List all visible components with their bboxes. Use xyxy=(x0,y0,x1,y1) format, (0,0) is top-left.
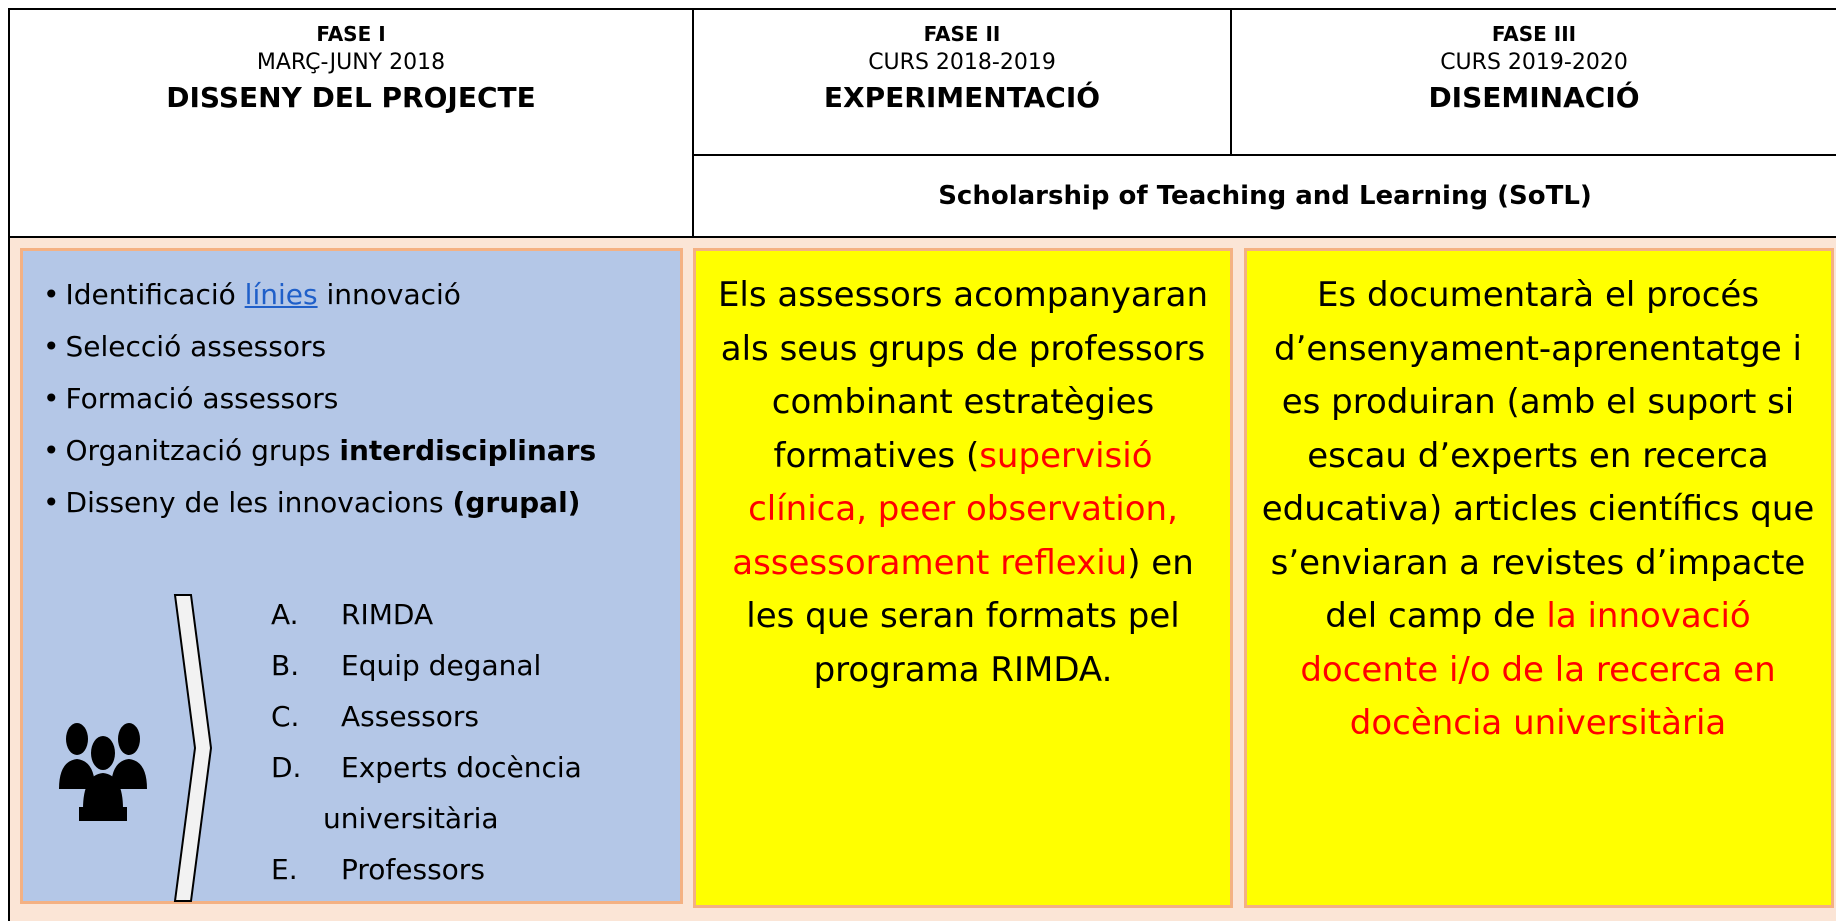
phase2-description: Els assessors acompanyaran als seus grup… xyxy=(717,275,1209,690)
phase3-dates: CURS 2019-2020 xyxy=(1440,50,1628,75)
phase2-dates: CURS 2018-2019 xyxy=(868,50,1056,75)
list-item: C.Assessors xyxy=(271,700,479,733)
list-item: D.Experts docència xyxy=(271,751,582,784)
list-item: B.Equip deganal xyxy=(271,649,542,682)
list-item: Organització grups interdisciplinars xyxy=(43,425,597,477)
list-item: A.RIMDA xyxy=(271,598,434,631)
phase2-header: FASE II CURS 2018-2019 EXPERIMENTACIÓ xyxy=(692,8,1232,156)
phase3-title: DISEMINACIÓ xyxy=(1428,81,1640,114)
list-item: Selecció assessors xyxy=(43,321,596,373)
phase3-label: FASE III xyxy=(1491,22,1577,46)
phase1-bullet-list: Identificació línies innovació Selecció … xyxy=(43,269,597,529)
phase3-description: Es documentarà el procés d’ensenyament-a… xyxy=(1261,275,1815,743)
phase3-header: FASE III CURS 2019-2020 DISEMINACIÓ xyxy=(1230,8,1836,156)
phase1-label: FASE I xyxy=(316,22,386,46)
chevron-arrow-icon xyxy=(173,594,213,902)
phases-diagram: FASE I MARÇ-JUNY 2018 DISSENY DEL PROJEC… xyxy=(8,8,1836,921)
actors-list: A.RIMDA B.Equip deganal C.Assessors D.Ex… xyxy=(271,589,582,895)
list-item: Disseny de les innovacions (grupal) xyxy=(43,477,596,529)
sotl-banner: Scholarship of Teaching and Learning (So… xyxy=(692,154,1836,238)
list-item: E.Professors xyxy=(271,853,485,886)
people-group-icon xyxy=(59,723,147,821)
phase1-dates: MARÇ-JUNY 2018 xyxy=(256,50,446,75)
phase2-experimentation-box: Els assessors acompanyaran als seus grup… xyxy=(693,248,1233,908)
list-item: universitària xyxy=(323,802,499,835)
phase2-title: EXPERIMENTACIÓ xyxy=(823,81,1101,114)
sotl-banner-text: Scholarship of Teaching and Learning (So… xyxy=(938,181,1592,211)
list-item: Identificació línies innovació xyxy=(43,269,596,321)
phase1-activities-box: Identificació línies innovació Selecció … xyxy=(20,248,683,904)
list-item: Formació assessors xyxy=(43,373,596,425)
phase1-header: FASE I MARÇ-JUNY 2018 DISSENY DEL PROJEC… xyxy=(8,8,694,238)
phase3-dissemination-box: Es documentarà el procés d’ensenyament-a… xyxy=(1244,248,1834,908)
phase2-label: FASE II xyxy=(923,22,1001,46)
lines-link[interactable]: línies xyxy=(244,278,318,311)
phase1-title: DISSENY DEL PROJECTE xyxy=(166,81,536,114)
